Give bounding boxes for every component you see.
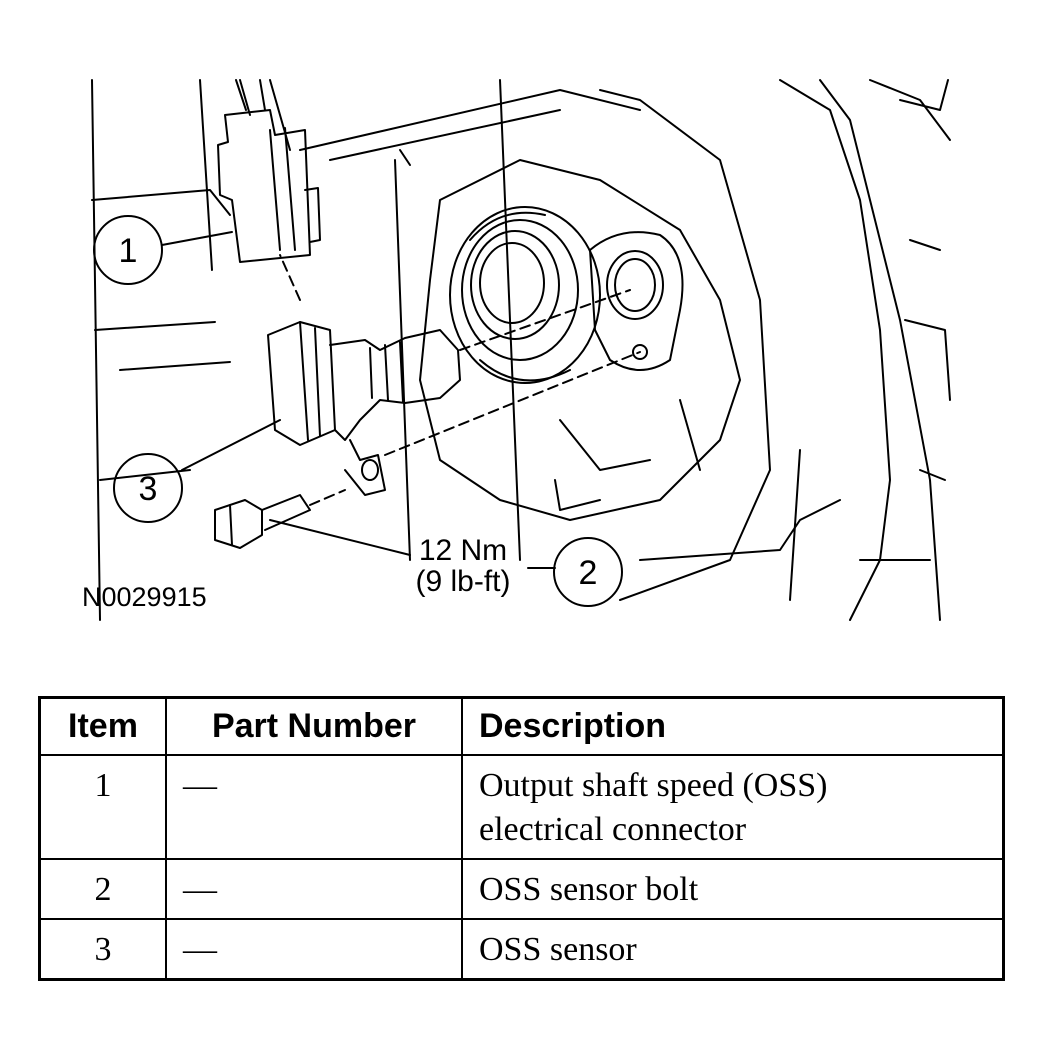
table-header-row: Item Part Number Description xyxy=(38,696,1005,756)
callout-leaders xyxy=(161,231,556,569)
torque-lbft: (9 lb-ft) xyxy=(415,565,511,598)
row-item: 1 xyxy=(38,754,167,860)
callout-number-2: 2 xyxy=(579,554,598,592)
header-item: Item xyxy=(38,696,167,756)
transmission-illustration: 1 3 2 xyxy=(91,79,951,621)
oss-sensor-bolt xyxy=(214,494,311,549)
table-row: 1 — Output shaft speed (OSS) electrical … xyxy=(38,754,1005,860)
torque-nm: 12 Nm xyxy=(418,534,508,567)
row-description-line: OSS sensor xyxy=(479,931,637,968)
row-description-line: electrical connector xyxy=(479,811,747,848)
header-description: Description xyxy=(461,696,1005,756)
alignment-lines xyxy=(279,254,641,506)
row-description: OSS sensor xyxy=(461,918,1005,981)
row-description: OSS sensor bolt xyxy=(461,858,1005,920)
sensor-bore-boss xyxy=(589,231,684,371)
row-description-line: Output shaft speed (OSS) xyxy=(479,767,828,804)
header-part-number: Part Number xyxy=(165,696,463,756)
row-part-number: — xyxy=(165,754,463,860)
torque-spec: 12 Nm (9 lb-ft) xyxy=(398,535,528,597)
callout-circle-1 xyxy=(93,215,163,285)
case-cover-plate xyxy=(419,159,741,521)
callout-circle-3 xyxy=(113,453,183,523)
row-part-number: — xyxy=(165,918,463,981)
row-description-line: OSS sensor bolt xyxy=(479,871,699,908)
callout-circle-2 xyxy=(553,537,623,607)
oss-sensor xyxy=(267,321,461,496)
row-item: 2 xyxy=(38,858,167,920)
figure-id: N0029915 xyxy=(82,582,207,612)
transmission-case-outline xyxy=(91,79,951,621)
table-row: 2 — OSS sensor bolt xyxy=(38,858,1005,920)
callout-number-3: 3 xyxy=(139,470,158,508)
parts-table: Item Part Number Description 1 — Output … xyxy=(38,696,1005,981)
row-part-number: — xyxy=(165,858,463,920)
callout-number-1: 1 xyxy=(119,232,138,270)
row-description: Output shaft speed (OSS) electrical conn… xyxy=(461,754,1005,860)
row-item: 3 xyxy=(38,918,167,981)
oss-electrical-connector xyxy=(217,79,321,263)
table-row: 3 — OSS sensor xyxy=(38,918,1005,981)
